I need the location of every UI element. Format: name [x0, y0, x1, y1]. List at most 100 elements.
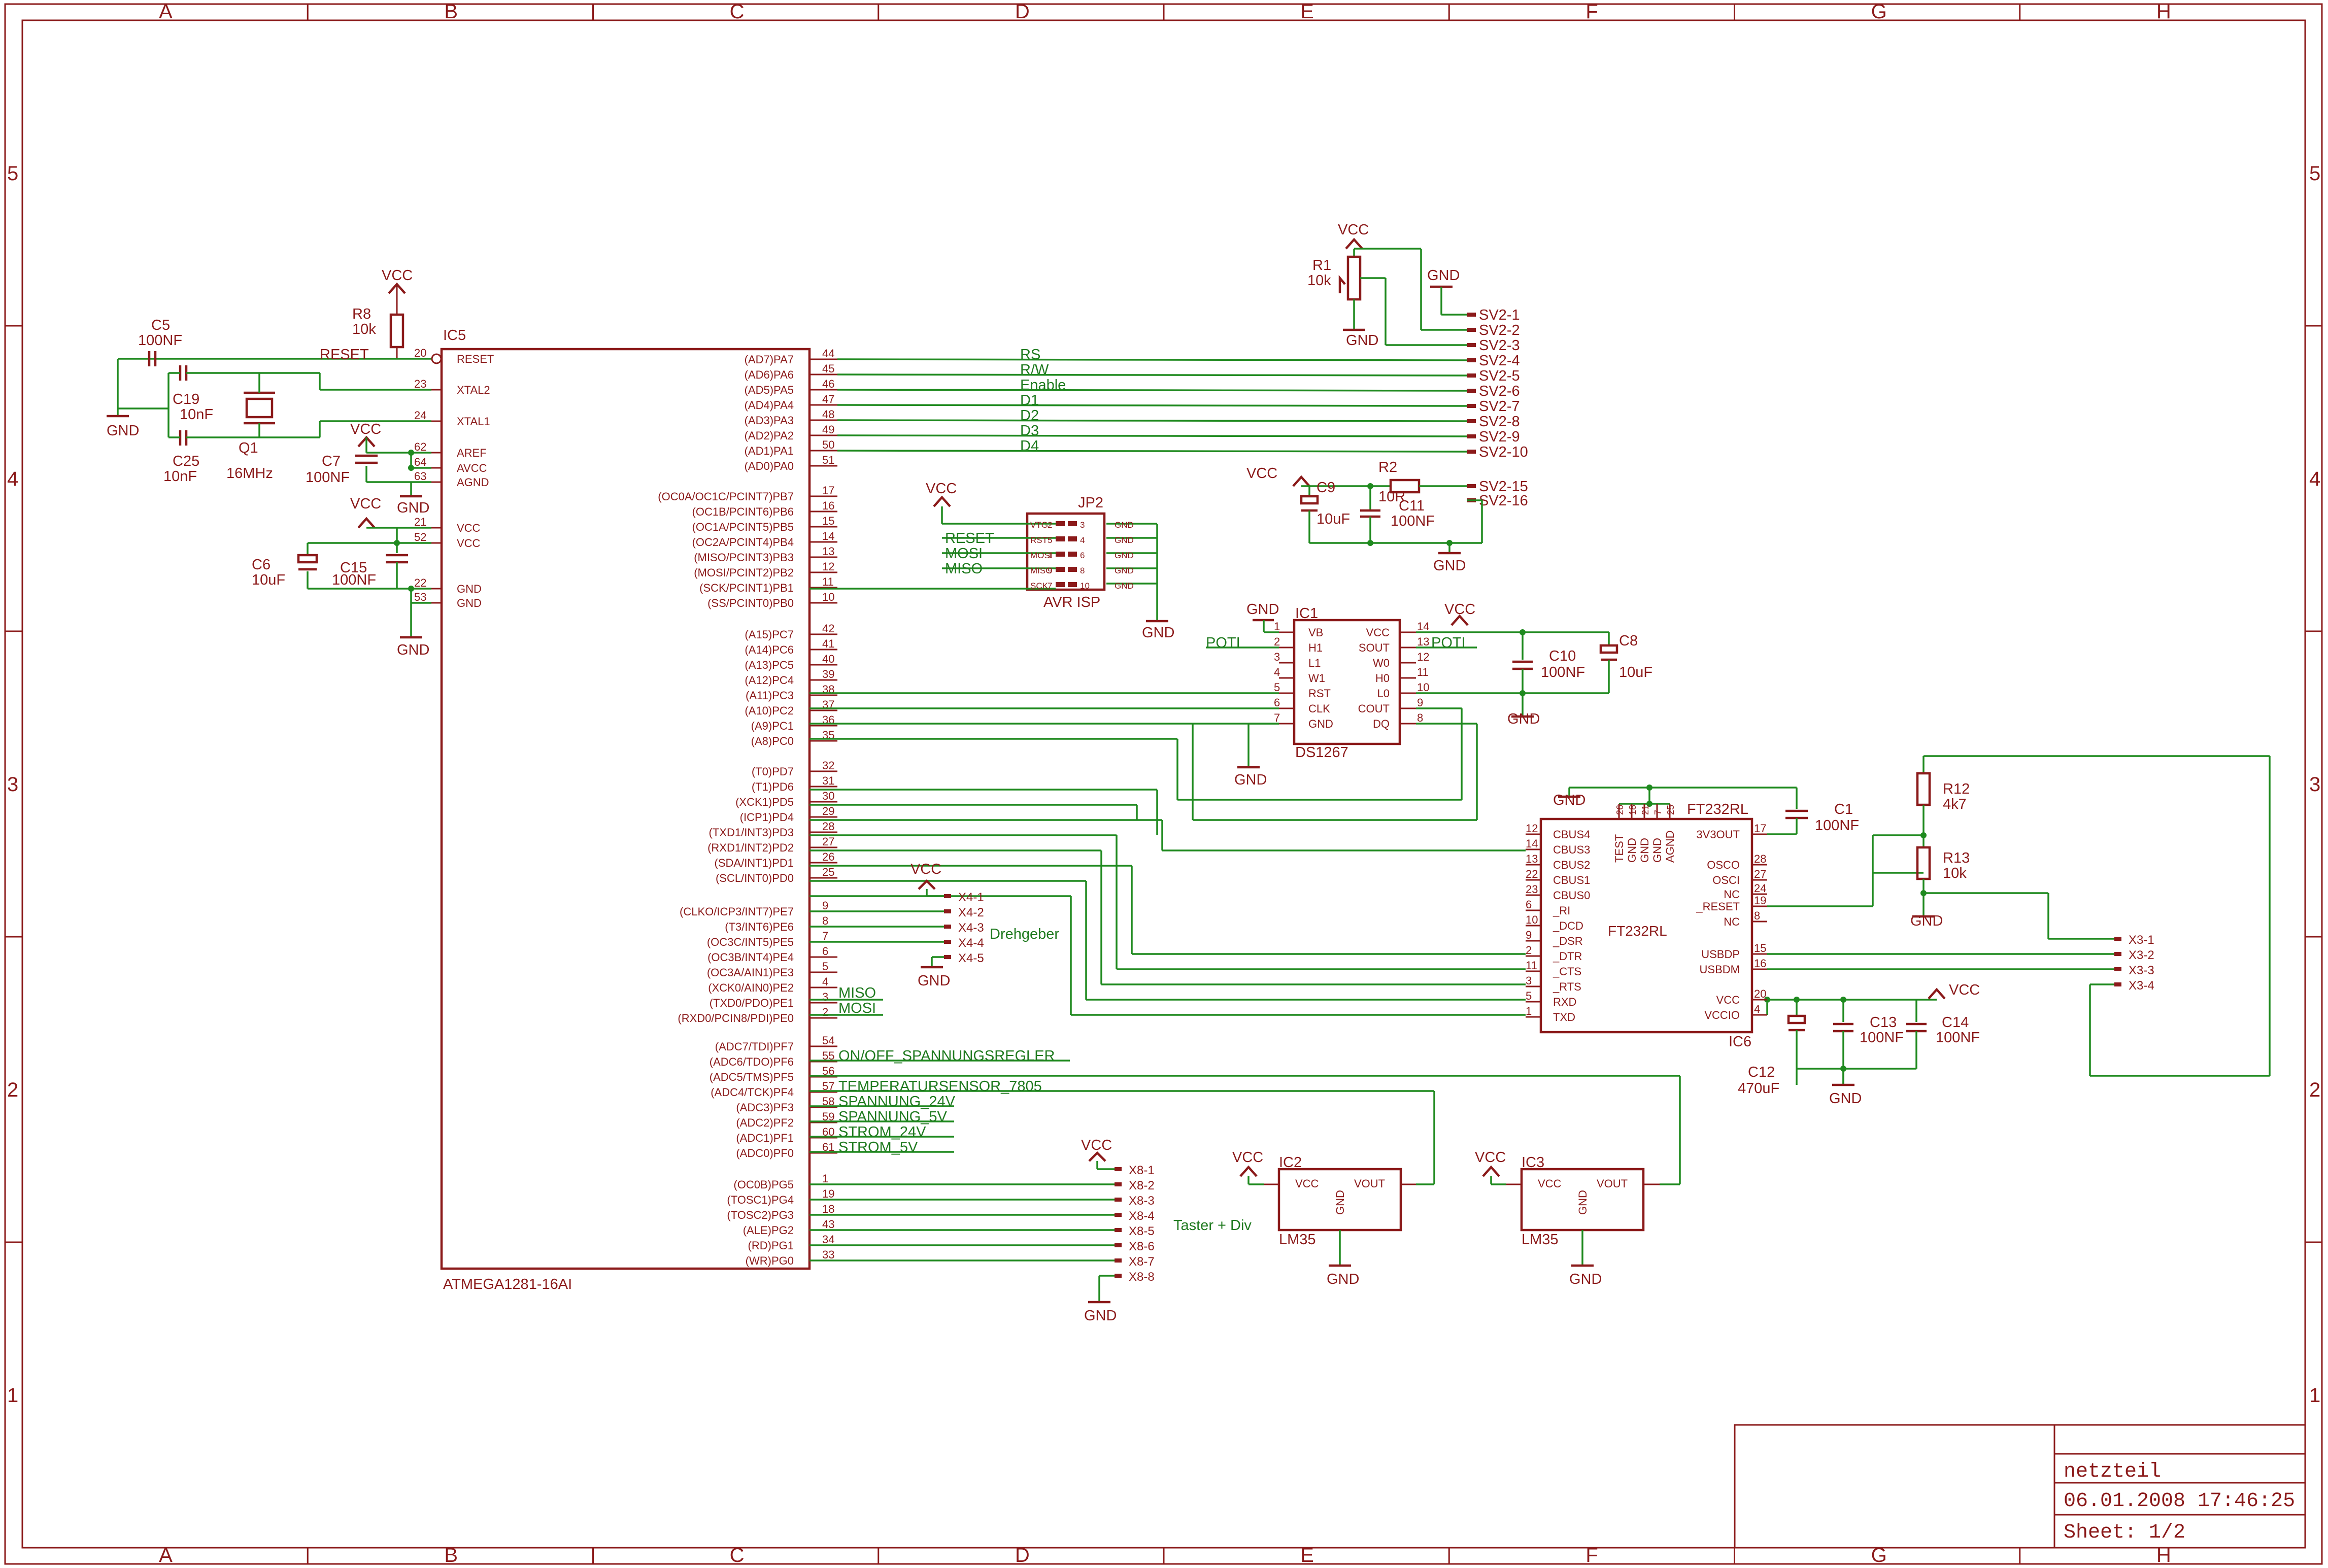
grid-col-bottom: A: [159, 1544, 173, 1566]
mcu-right-pin-num: 2: [822, 1006, 828, 1018]
mcu-right-pin-num: 5: [822, 960, 828, 973]
mcu-right-pin-name: (AD5)PA5: [745, 384, 794, 396]
grid-col-bottom: B: [444, 1544, 458, 1566]
mcu-right-pin-name: (OC1B/PCINT6)PB6: [692, 505, 794, 518]
sv2-pin: SV2-10: [1479, 444, 1528, 460]
c15-value: 100NF: [332, 572, 376, 588]
grid-row-left: 1: [7, 1384, 18, 1407]
mcu-right-pin-name: (OC0B)PG5: [733, 1178, 794, 1191]
mcu-right-pin-num: 25: [822, 866, 834, 878]
sv2-pin: SV2-16: [1479, 493, 1528, 509]
ds1267-right-name: L0: [1377, 687, 1390, 700]
net-temp: TEMPERATURSENSOR_7805: [838, 1078, 1042, 1095]
ds1267-left-name: L1: [1308, 657, 1321, 669]
grid-col-bottom: F: [1585, 1544, 1598, 1566]
mcu-right-pin-name: (A13)PC5: [745, 659, 794, 671]
grid-col-top: B: [444, 1, 458, 23]
x3-pin: X3-1: [2129, 933, 2154, 947]
ft232-top-num: 7: [1653, 810, 1663, 815]
mcu-right-pin-num: 41: [822, 637, 834, 650]
mcu-right-pin-num: 44: [822, 347, 834, 360]
ft232-left-name: RXD: [1553, 996, 1576, 1008]
r8-value: 10k: [352, 321, 376, 337]
mcu-right-pin-num: 13: [822, 545, 834, 558]
mcu-right-pin-num: 14: [822, 530, 834, 542]
ft232-left-name: _DCD: [1553, 919, 1583, 932]
ft232-right-name: VCCIO: [1704, 1009, 1740, 1021]
ic2-value: LM35: [1279, 1232, 1316, 1248]
gnd-xtal: GND: [107, 423, 139, 439]
net-taster: Taster + Div: [1173, 1217, 1252, 1234]
sv2-pin: SV2-15: [1479, 479, 1528, 495]
ft232-right-num: 16: [1754, 957, 1766, 970]
jp2-value: AVR ISP: [1043, 594, 1100, 610]
ft232-left-num: 14: [1526, 837, 1538, 850]
x8-pin: X8-2: [1129, 1179, 1155, 1192]
mcu-right-pin-name: (OC3B/INT4)PE4: [707, 951, 794, 964]
ft232-top-name: TEST: [1613, 834, 1626, 863]
c15-ref: C15: [340, 560, 367, 576]
mcu-left-pin-num: 24: [414, 409, 426, 422]
sv2-connector: SV2-1SV2-2SV2-3SV2-4SV2-5SV2-6SV2-7SV2-8…: [837, 307, 1528, 509]
reset-net: RESET: [320, 347, 369, 363]
mcu-right-pins: 44(AD7)PA745(AD6)PA646(AD5)PA547(AD4)PA4…: [658, 347, 837, 1267]
grid-col-top: F: [1585, 1, 1598, 23]
ds1267-left-num: 1: [1274, 620, 1280, 633]
c1-ref: C1: [1834, 801, 1853, 817]
ft232-left-name: _RI: [1553, 904, 1570, 917]
r12-value: 4k7: [1943, 796, 1967, 812]
c25-ref: C25: [173, 453, 199, 469]
net-strom5: STROM_5V: [838, 1139, 918, 1155]
ft232-left-name: _CTS: [1553, 965, 1581, 978]
r2-ref: R2: [1378, 459, 1397, 475]
jp2-right-num: 10: [1080, 581, 1090, 591]
ic3-gnd: GND: [1569, 1271, 1602, 1287]
mcu-right-pin-num: 48: [822, 408, 834, 421]
jp2-right-label: GND: [1115, 581, 1134, 591]
mcu-left-pin-num: 63: [414, 470, 426, 483]
grid-col-top: C: [730, 1, 745, 23]
ft232-value-mid: FT232RL: [1608, 923, 1667, 939]
net-onoff: ON/OFF_SPANNUNGSREGLER: [838, 1048, 1055, 1064]
mcu-right-pin-name: (A9)PC1: [751, 720, 794, 732]
mcu-left-pin-name: GND: [457, 597, 482, 609]
ft232-top-name: GND: [1638, 838, 1651, 863]
ds1267-right-name: SOUT: [1359, 641, 1390, 654]
grid-row-right: 4: [2309, 468, 2320, 490]
mcu-right-pin-name: (ADC1)PF1: [736, 1132, 794, 1144]
mcu-right-pin-name: (OC1A/PCINT5)PB5: [692, 521, 794, 533]
mcu-right-pin-num: 34: [822, 1233, 834, 1246]
ft232-right-name: 3V3OUT: [1696, 828, 1740, 841]
ds1267-left-num: 3: [1274, 651, 1280, 663]
r13-value: 10k: [1943, 865, 1967, 881]
c12-value: 470uF: [1738, 1080, 1779, 1097]
ds1267-right-num: 8: [1417, 711, 1423, 724]
ds1267-left-name: CLK: [1308, 702, 1330, 715]
mcu-right-pin-num: 27: [822, 835, 834, 848]
sv2-pin: SV2-2: [1479, 322, 1520, 338]
jp2-right-label: GND: [1115, 535, 1134, 545]
mcu-right-pin-name: (ADC4/TCK)PF4: [711, 1086, 794, 1099]
vcc-decoupling: VCC GND C6 10uF C15 100NF: [252, 496, 431, 658]
ds1267-right-num: 10: [1417, 681, 1429, 694]
ic2-pin-vcc: VCC: [1295, 1177, 1319, 1190]
grid-col-top: D: [1015, 1, 1030, 23]
c8-value: 10uF: [1619, 664, 1652, 680]
ft232-right-num: 28: [1754, 853, 1766, 865]
avcc-circuit: VCC GND C7 100NF: [306, 421, 431, 516]
net-mosi: MOSI: [838, 1000, 876, 1016]
lm35-ic3: IC3 LM35 VCC VOUT GND VCC GND: [1475, 1149, 1660, 1287]
ic3-pin-vout: VOUT: [1597, 1177, 1628, 1190]
ic2-ref: IC2: [1279, 1154, 1302, 1171]
c7-ref: C7: [322, 453, 341, 469]
r13-ref: R13: [1943, 850, 1970, 866]
ft232-right-num: 8: [1754, 909, 1760, 922]
mcu-left-pin-name: GND: [457, 583, 482, 595]
r8-ref: R8: [352, 306, 371, 322]
c10-value: 100NF: [1541, 664, 1585, 680]
mcu-right-pin-name: (AD4)PA4: [745, 399, 794, 412]
ft232-right-num: 27: [1754, 868, 1766, 880]
mcu-right-pin-name: (AD0)PA0: [745, 460, 794, 472]
